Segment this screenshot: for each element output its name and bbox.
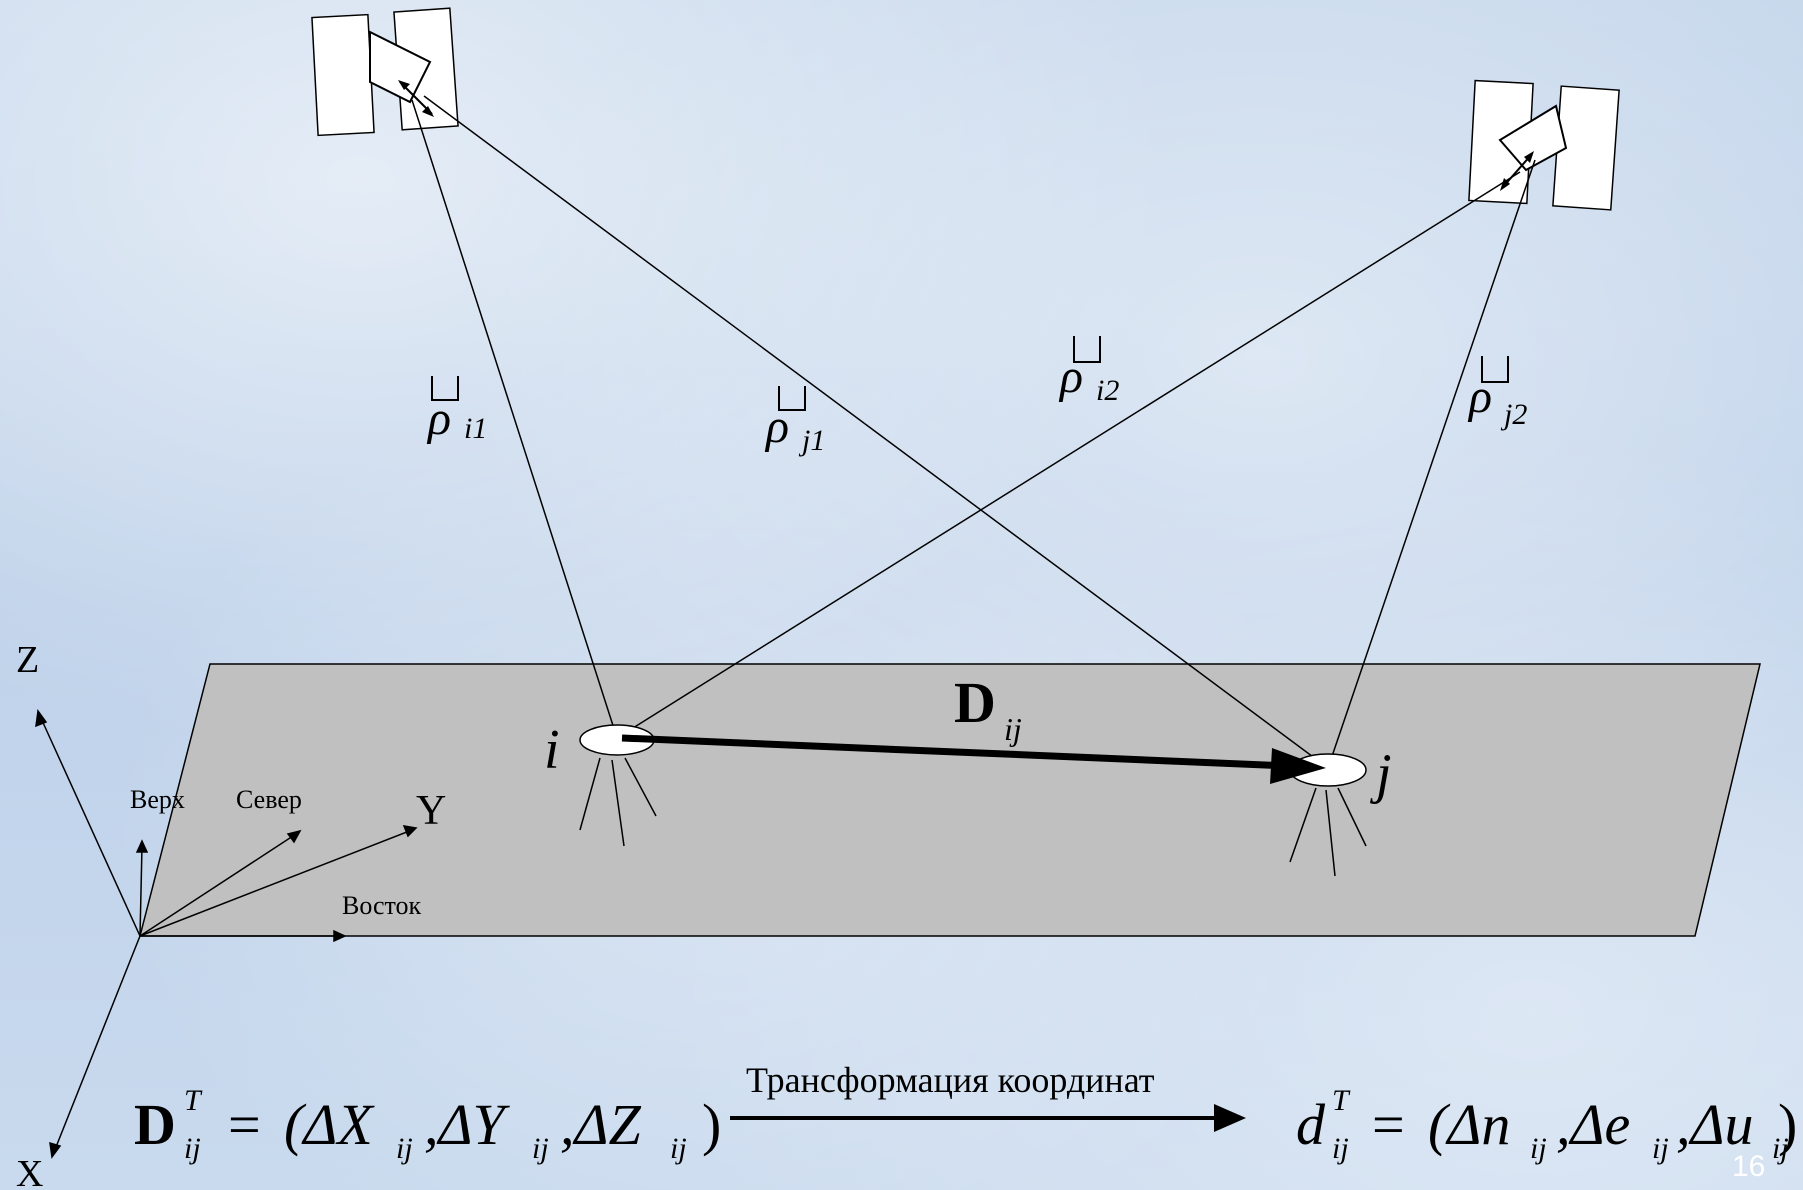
svg-text:i1: i1	[464, 412, 487, 445]
svg-text:,Δu: ,Δu	[1676, 1092, 1754, 1157]
svg-text:ij: ij	[532, 1132, 549, 1165]
formula-left: D T ij = (ΔX ij ,ΔY ij ,ΔZ ij )	[134, 1084, 721, 1165]
svg-text:=: =	[1372, 1092, 1405, 1157]
svg-text:,ΔZ: ,ΔZ	[560, 1092, 642, 1157]
satellite-1	[311, 7, 459, 137]
svg-text:ij: ij	[1652, 1132, 1669, 1165]
baseline-arrowhead	[1270, 748, 1326, 784]
range-line-i1	[411, 99, 618, 739]
svg-text:j2: j2	[1500, 398, 1527, 431]
svg-text:): )	[702, 1092, 721, 1157]
station-i	[579, 724, 657, 847]
svg-text:=: =	[228, 1092, 261, 1157]
label-axis-x: X	[16, 1153, 43, 1190]
slide-number: 16	[1732, 1150, 1765, 1183]
range-line-i2	[616, 171, 1521, 739]
svg-text:j1: j1	[798, 424, 825, 457]
svg-text:ij: ij	[184, 1132, 201, 1165]
svg-text:(ΔX: (ΔX	[284, 1092, 375, 1157]
svg-text:ρ: ρ	[426, 392, 451, 445]
label-axis-y: Y	[416, 788, 446, 834]
baseline-vector	[621, 734, 1291, 770]
svg-text:(Δn: (Δn	[1428, 1092, 1510, 1157]
label-north: Север	[236, 785, 302, 814]
svg-text:ρ: ρ	[1467, 370, 1492, 423]
svg-text:ij: ij	[1530, 1132, 1547, 1165]
label-baseline: D ij	[954, 670, 1022, 747]
label-rho-i1: ρ i1	[426, 376, 487, 445]
label-up: Верх	[130, 785, 185, 814]
svg-text:,Δe: ,Δe	[1556, 1092, 1630, 1157]
svg-text:): )	[1778, 1092, 1797, 1157]
satellite-2	[1468, 79, 1620, 211]
svg-text:ij: ij	[1332, 1132, 1349, 1165]
svg-text:ij: ij	[396, 1132, 413, 1165]
label-rho-j2: ρ j2	[1467, 356, 1527, 431]
formula-right: d T ij = (Δn ij ,Δe ij ,Δu ij )	[1296, 1084, 1797, 1165]
label-axis-z: Z	[16, 639, 39, 681]
svg-text:d: d	[1296, 1092, 1326, 1157]
range-line-j2	[1327, 159, 1536, 769]
label-station-i: i	[544, 719, 560, 781]
ground-plane	[139, 663, 1761, 937]
range-lines	[411, 95, 1536, 769]
svg-text:i2: i2	[1096, 374, 1119, 407]
svg-text:,ΔY: ,ΔY	[424, 1092, 511, 1157]
svg-text:D: D	[954, 670, 996, 735]
transform-label: Трансформация координат	[746, 1060, 1155, 1100]
svg-text:D: D	[134, 1092, 176, 1157]
label-rho-j1: ρ j1	[764, 386, 825, 457]
svg-text:ij: ij	[670, 1132, 687, 1165]
svg-text:ij: ij	[1772, 1132, 1789, 1165]
svg-text:ρ: ρ	[1058, 350, 1083, 403]
svg-text:ij: ij	[1004, 711, 1022, 747]
range-line-j1	[423, 95, 1329, 769]
svg-text:ρ: ρ	[764, 400, 789, 453]
label-east: Восток	[342, 891, 422, 920]
transform-arrow	[730, 1104, 1246, 1132]
svg-text:T: T	[1332, 1084, 1351, 1117]
coordinate-axes	[35, 709, 418, 1159]
label-station-j: j	[1370, 743, 1392, 805]
svg-text:T: T	[184, 1084, 203, 1117]
label-rho-i2: ρ i2	[1058, 336, 1119, 407]
